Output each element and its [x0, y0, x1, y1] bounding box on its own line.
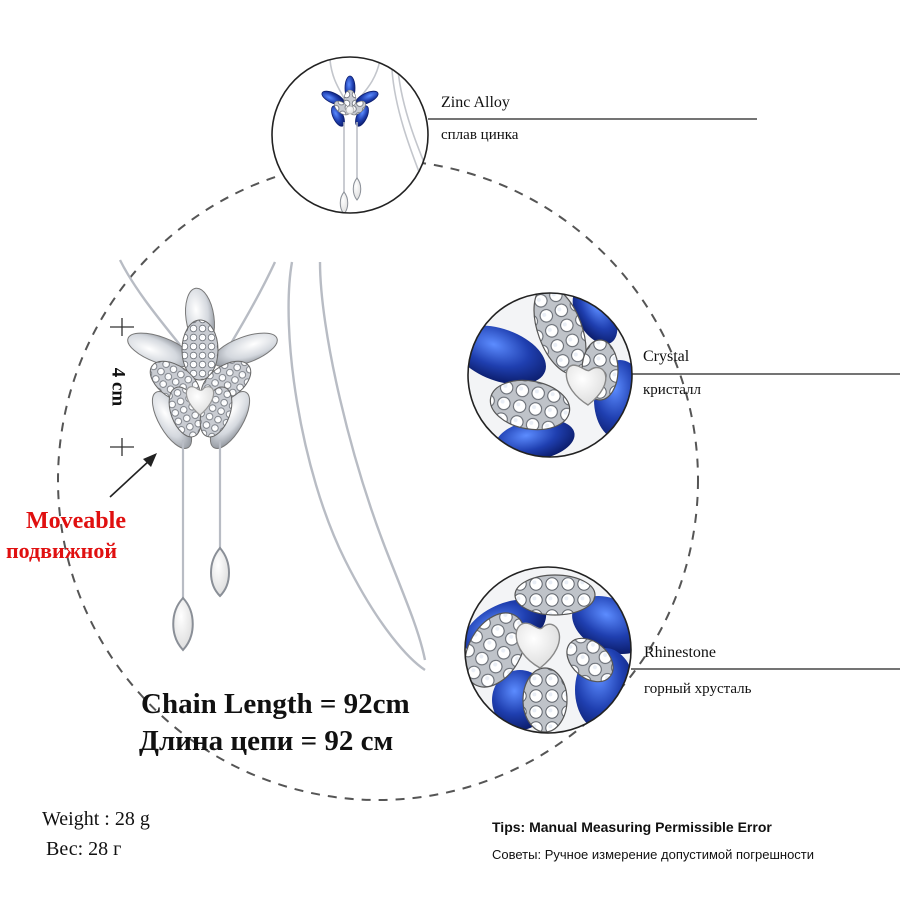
moveable-label: Moveable	[26, 508, 126, 534]
tips-label-ru: Советы: Ручное измерение допустимой погр…	[492, 847, 815, 862]
weight-label: Weight : 28 g	[42, 808, 150, 830]
pendant-size-label: 4 cm	[107, 367, 129, 407]
dimension-bracket-icon	[110, 318, 134, 456]
tips-label: Tips: Manual Measuring Permissible Error	[492, 819, 772, 835]
crystal-detail-circle	[467, 292, 900, 458]
chain-length-label: Chain Length = 92cm	[141, 688, 410, 720]
zinc-alloy-label: Zinc Alloy	[441, 94, 510, 111]
rhinestone-label: Rhinestone	[644, 644, 716, 661]
crystal-label: Crystal	[643, 348, 690, 365]
moveable-label-ru: подвижной	[6, 538, 118, 563]
zinc-alloy-detail-circle	[271, 56, 757, 214]
main-dashed-circle	[57, 159, 699, 801]
arrow-icon	[109, 453, 157, 498]
main-pendant-flower	[127, 287, 278, 652]
zinc-alloy-label-ru: сплав цинка	[441, 127, 519, 143]
crystal-label-ru: кристалл	[643, 382, 701, 398]
necklace-chains	[118, 259, 427, 671]
chain-length-label-ru: Длина цепи = 92 см	[139, 725, 394, 757]
weight-label-ru: Вес: 28 г	[46, 838, 122, 860]
rhinestone-label-ru: горный хрусталь	[644, 681, 752, 697]
